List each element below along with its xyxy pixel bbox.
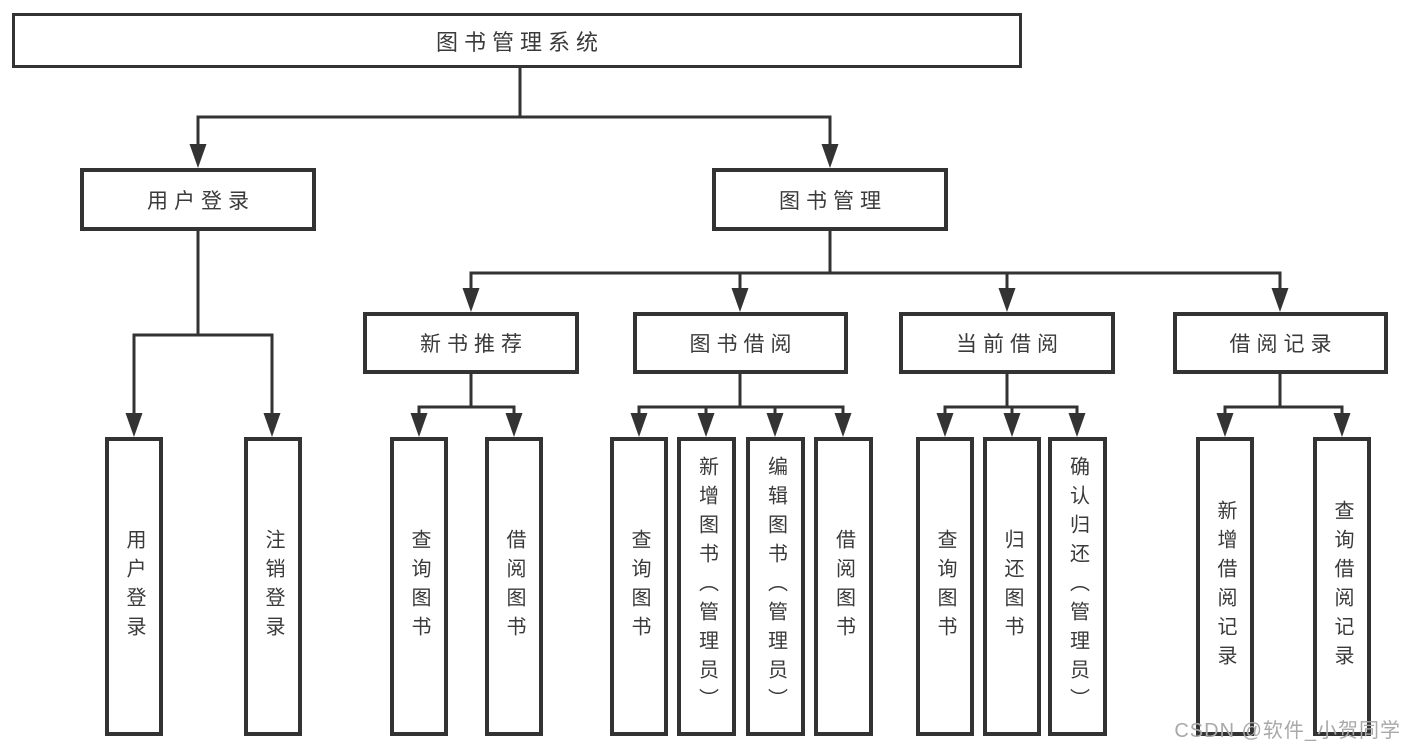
node-borrow-records-label: 借阅记录 xyxy=(1229,333,1338,356)
arrow-down-icon xyxy=(998,288,1016,312)
node-new-book-recommend-label: 新书推荐 xyxy=(420,333,528,356)
connector-book-borrow-bracket xyxy=(637,405,845,414)
leaf-query-borrow-record: 查询借阅记录 xyxy=(1313,437,1371,736)
leaf-label: 确认归还（管理员） xyxy=(1066,456,1089,717)
node-book-management: 图书管理 xyxy=(712,168,948,231)
leaf-label: 借阅图书 xyxy=(832,528,855,645)
leaf-label: 归还图书 xyxy=(1001,528,1023,645)
node-book-borrow-label: 图书借阅 xyxy=(689,333,798,356)
node-current-borrow: 当前借阅 xyxy=(899,312,1115,374)
connector-borrow-records-bracket xyxy=(1223,405,1344,414)
connector-paths xyxy=(132,66,1344,414)
arrow-down-icon xyxy=(1333,413,1351,437)
node-root: 图书管理系统 xyxy=(12,13,1022,68)
leaf-label: 查询图书 xyxy=(408,528,430,645)
arrow-down-icon xyxy=(1216,413,1234,437)
leaf-label: 查询图书 xyxy=(628,528,650,645)
node-borrow-records: 借阅记录 xyxy=(1173,312,1388,374)
connector-new-book-bracket xyxy=(417,405,516,414)
leaf-query-books-2: 查询图书 xyxy=(610,437,668,736)
leaf-label: 编辑图书（管理员） xyxy=(764,456,787,717)
leaf-user-login: 用户登录 xyxy=(105,437,163,736)
arrowheads xyxy=(125,144,1351,437)
leaf-label: 用户登录 xyxy=(123,528,145,645)
arrow-down-icon xyxy=(834,413,852,437)
arrow-down-icon xyxy=(1271,288,1289,312)
arrow-down-icon xyxy=(630,413,648,437)
leaf-query-books-3: 查询图书 xyxy=(916,437,974,736)
leaf-borrow-books-2: 借阅图书 xyxy=(814,437,873,736)
node-user-login-label: 用户登录 xyxy=(147,189,255,213)
leaf-confirm-return-admin: 确认归还（管理员） xyxy=(1048,437,1107,736)
leaf-label: 查询借阅记录 xyxy=(1331,499,1353,674)
leaf-borrow-books-1: 借阅图书 xyxy=(485,437,543,736)
arrow-down-icon xyxy=(410,413,428,437)
node-current-borrow-label: 当前借阅 xyxy=(956,333,1064,356)
arrow-down-icon xyxy=(821,144,839,168)
leaf-logout: 注销登录 xyxy=(244,437,302,736)
leaf-label: 查询图书 xyxy=(934,528,956,645)
arrow-down-icon xyxy=(1003,413,1021,437)
arrow-down-icon xyxy=(1068,413,1086,437)
leaf-label: 新增图书（管理员） xyxy=(695,456,718,717)
arrow-down-icon xyxy=(936,413,954,437)
arrow-down-icon xyxy=(462,288,480,312)
node-new-book-recommend: 新书推荐 xyxy=(363,312,579,374)
watermark: CSDN @软件_小贺同学 xyxy=(1174,720,1401,742)
arrow-down-icon xyxy=(766,413,784,437)
arrow-down-icon xyxy=(125,413,143,437)
leaf-return-book: 归还图书 xyxy=(983,437,1041,736)
leaf-add-book-admin: 新增图书（管理员） xyxy=(677,437,736,736)
arrow-down-icon xyxy=(731,288,749,312)
leaf-label: 注销登录 xyxy=(262,528,284,645)
connector-user-login-bracket xyxy=(132,333,274,414)
leaf-add-borrow-record: 新增借阅记录 xyxy=(1196,437,1254,736)
node-book-management-label: 图书管理 xyxy=(779,189,887,213)
arrow-down-icon xyxy=(505,413,523,437)
node-user-login: 用户登录 xyxy=(80,168,316,231)
node-root-label: 图书管理系统 xyxy=(435,29,604,55)
arrow-down-icon xyxy=(189,144,207,168)
leaf-query-books-1: 查询图书 xyxy=(390,437,448,736)
connector-book-mgmt-bracket xyxy=(469,271,1282,289)
arrow-down-icon xyxy=(697,413,715,437)
node-book-borrow: 图书借阅 xyxy=(633,312,848,374)
leaf-edit-book-admin: 编辑图书（管理员） xyxy=(746,437,805,736)
leaf-label: 借阅图书 xyxy=(503,528,525,645)
connector-root-bracket xyxy=(196,115,832,144)
arrow-down-icon xyxy=(263,413,281,437)
leaf-label: 新增借阅记录 xyxy=(1214,499,1236,674)
